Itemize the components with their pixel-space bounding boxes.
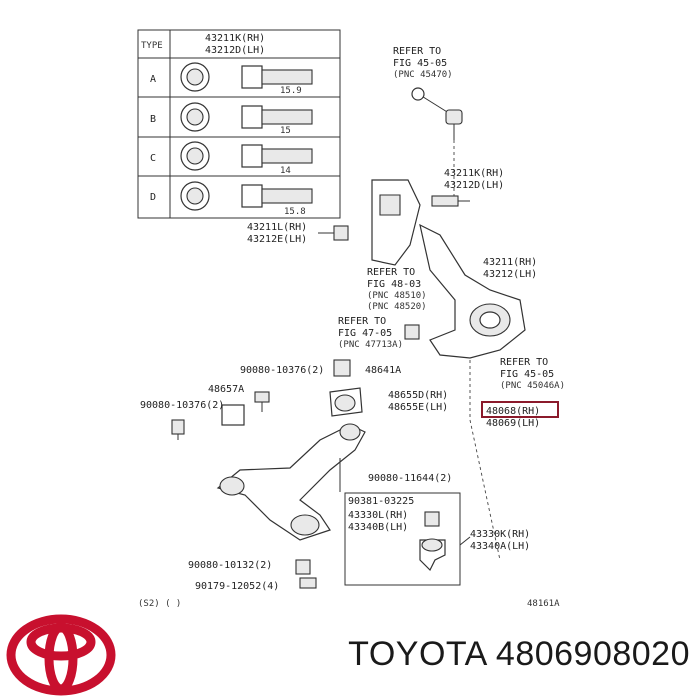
label-90381: 90381-03225: [348, 496, 414, 507]
label-43330l: 43330L(RH): [348, 510, 408, 521]
label-43212d: 43212D(LH): [444, 180, 504, 191]
row-type-label: B: [150, 114, 156, 125]
steering-knuckle-drawing: [333, 179, 526, 561]
label-90080-11644: 90080-11644(2): [368, 473, 452, 484]
diagram-footer-right: 48161A: [527, 599, 560, 609]
label-48068: 48068(RH): [486, 406, 540, 417]
row-type-label: D: [150, 192, 156, 203]
svg-text:REFER TO: REFER TO: [367, 267, 415, 278]
svg-text:(PNC 48520): (PNC 48520): [367, 302, 427, 312]
table-header-type: TYPE: [141, 41, 163, 51]
svg-text:(PNC 48510): (PNC 48510): [367, 291, 427, 301]
svg-text:FIG 48-03: FIG 48-03: [367, 279, 421, 290]
row-dim-label: 15.8: [284, 207, 306, 217]
label-48641a: 48641A: [365, 365, 401, 376]
svg-text:FIG 45-05: FIG 45-05: [393, 58, 447, 69]
svg-text:REFER TO: REFER TO: [338, 316, 386, 327]
svg-text:REFER TO: REFER TO: [500, 357, 548, 368]
refer-block-45-05-top: REFER TO FIG 45-05 (PNC 45470): [393, 46, 453, 80]
table-row: C 14: [150, 141, 313, 176]
label-48069: 48069(LH): [486, 418, 540, 429]
label-90080-10376-a: 90080-10376(2): [240, 365, 324, 376]
svg-text:REFER TO: REFER TO: [393, 46, 441, 57]
ball-joint-box: [344, 492, 471, 586]
refer-block-47-05: REFER TO FIG 47-05 (PNC 47713A): [338, 316, 403, 350]
lower-control-arm-drawing: [216, 423, 366, 541]
tie-rod-end-drawing: [411, 87, 463, 200]
svg-text:FIG 45-05: FIG 45-05: [500, 369, 554, 380]
label-48655d: 48655D(RH): [388, 390, 448, 401]
table-row: B 15: [150, 102, 313, 136]
table-row: D 15.8: [150, 181, 313, 217]
row-type-label: C: [150, 153, 156, 164]
svg-text:FIG 47-05: FIG 47-05: [338, 328, 392, 339]
brand-and-part-number: TOYOTA 4806908020: [348, 635, 690, 674]
diagram-footer-left: (S2) ( ): [138, 599, 181, 609]
brand-name: TOYOTA: [348, 635, 486, 673]
table-row: A 15.9: [150, 62, 313, 96]
part-labels: 43211K(RH) 43212D(LH) 43211L(RH) 43212E(…: [138, 168, 560, 609]
label-43212e: 43212E(LH): [247, 234, 307, 245]
label-43212: 43212(LH): [483, 269, 537, 280]
svg-text:(PNC 45470): (PNC 45470): [393, 70, 453, 80]
row-dim-label: 15: [280, 126, 291, 136]
svg-text:(PNC 47713A): (PNC 47713A): [338, 340, 403, 350]
label-48657a: 48657A: [208, 384, 244, 395]
row-dim-label: 14: [280, 166, 291, 176]
bushings-drawing: [171, 359, 363, 589]
bolt-type-table: TYPE 43211K(RH) 43212D(LH) A 15.9 B 15 C…: [137, 29, 341, 219]
highlight-box: [481, 401, 559, 418]
label-48655e: 48655E(LH): [388, 402, 448, 413]
refer-block-45-05-right: REFER TO FIG 45-05 (PNC 45046A): [500, 357, 565, 391]
label-43340b: 43340B(LH): [348, 522, 408, 533]
logo-shape: [6, 614, 116, 696]
label-43211: 43211(RH): [483, 257, 537, 268]
svg-text:(PNC 45046A): (PNC 45046A): [500, 381, 565, 391]
label-43330k: 43330K(RH): [470, 529, 530, 540]
table-header-lh: 43212D(LH): [205, 45, 265, 56]
part-number: 4806908020: [495, 635, 690, 673]
toyota-logo-icon: [6, 614, 116, 696]
parts-diagram: TYPE 43211K(RH) 43212D(LH) A 15.9 B 15 C…: [137, 29, 565, 609]
label-43340a: 43340A(LH): [470, 541, 530, 552]
row-type-label: A: [150, 74, 156, 85]
label-43211k: 43211K(RH): [444, 168, 504, 179]
label-90080-10132: 90080-10132(2): [188, 560, 272, 571]
row-dim-label: 15.9: [280, 86, 302, 96]
label-90179: 90179-12052(4): [195, 581, 279, 592]
table-header-rh: 43211K(RH): [205, 33, 265, 44]
label-43211l: 43211L(RH): [247, 222, 307, 233]
label-90080-10376-b: 90080-10376(2): [140, 400, 224, 411]
refer-block-48-03: REFER TO FIG 48-03 (PNC 48510) (PNC 4852…: [367, 267, 427, 312]
